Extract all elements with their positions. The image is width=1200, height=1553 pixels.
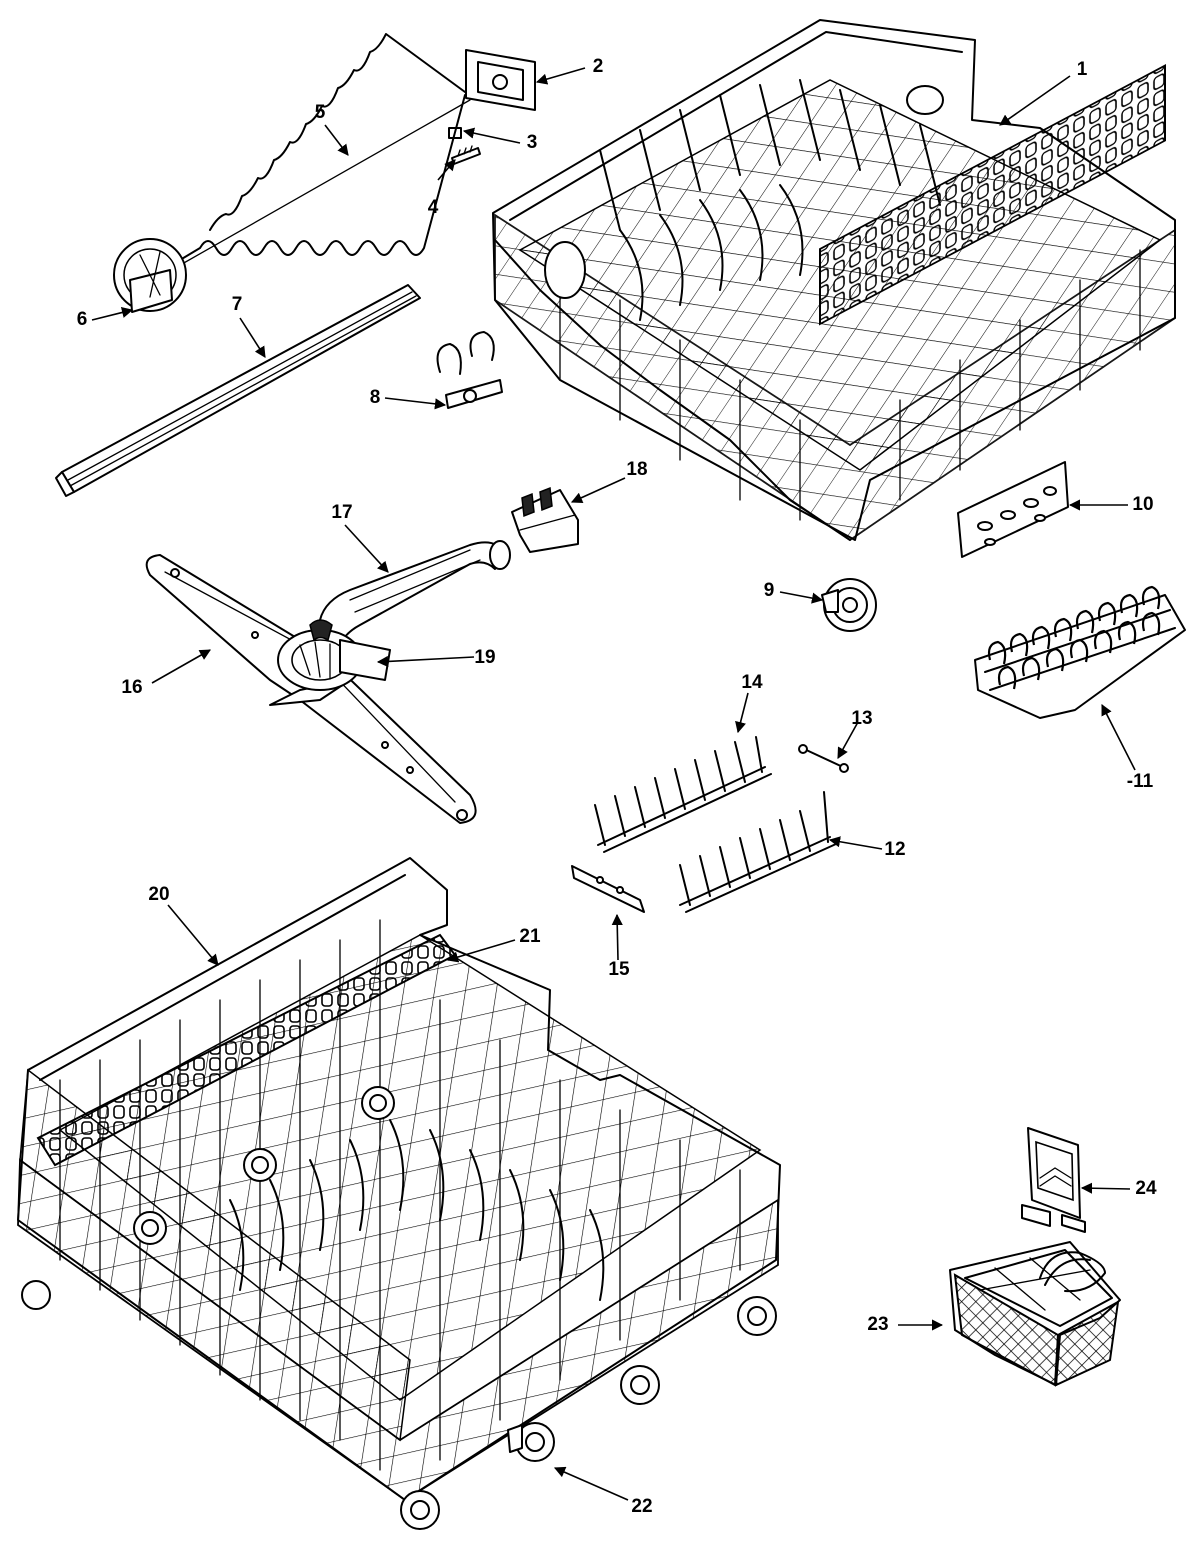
wheels-part-22 (400, 1296, 777, 1530)
adjuster-part-6 (113, 238, 187, 313)
strip-part-15 (571, 865, 645, 913)
callout-7: 7 (232, 294, 243, 315)
wheel-part-9 (821, 578, 877, 632)
rail-wire-part-5 (174, 33, 471, 269)
callout-14: 14 (741, 672, 763, 693)
leader-lines (91, 67, 1136, 1501)
divider-part-24 (1021, 1127, 1086, 1233)
callout-labels: 1 2 3 4 5 6 7 8 9 10 -11 12 13 14 15 16 … (77, 56, 1157, 1517)
callout-20: 20 (148, 884, 169, 905)
lower-rack (17, 857, 781, 1502)
tine-shelf-part-11 (974, 585, 1186, 719)
callout-5: 5 (315, 102, 326, 123)
callout-1: 1 (1077, 59, 1088, 80)
callout-21: 21 (519, 926, 541, 947)
plate-part-10 (957, 461, 1069, 558)
callout-22: 22 (631, 1496, 652, 1517)
basket-part-23 (949, 1241, 1121, 1387)
callout-6: 6 (77, 309, 88, 330)
clip-part-8 (436, 331, 503, 409)
callout-18: 18 (626, 459, 647, 480)
upper-rack (492, 19, 1176, 542)
callout-3: 3 (527, 132, 538, 153)
bracket-part-2 (465, 49, 536, 111)
callout-13: 13 (851, 708, 872, 729)
callout-2: 2 (593, 56, 604, 77)
tine-row-part-12 (679, 791, 837, 913)
tube-part-17 (319, 540, 511, 646)
callout-15: 15 (608, 959, 630, 980)
hub-part-19 (277, 619, 391, 691)
callout-8: 8 (370, 387, 381, 408)
rod-part-13 (798, 744, 849, 773)
callout-19: 19 (474, 647, 495, 668)
rail-part-7 (55, 284, 421, 497)
callout-11: -11 (1127, 771, 1154, 792)
clip-part-18 (511, 486, 579, 553)
callout-9: 9 (764, 580, 775, 601)
callout-12: 12 (884, 839, 905, 860)
callout-4: 4 (428, 197, 439, 218)
tine-row-part-14 (594, 736, 772, 853)
callout-17: 17 (331, 502, 352, 523)
screw-part-4 (451, 145, 481, 165)
callout-23: 23 (867, 1314, 888, 1335)
callout-10: 10 (1132, 494, 1153, 515)
callout-24: 24 (1135, 1178, 1157, 1199)
callout-16: 16 (121, 677, 142, 698)
